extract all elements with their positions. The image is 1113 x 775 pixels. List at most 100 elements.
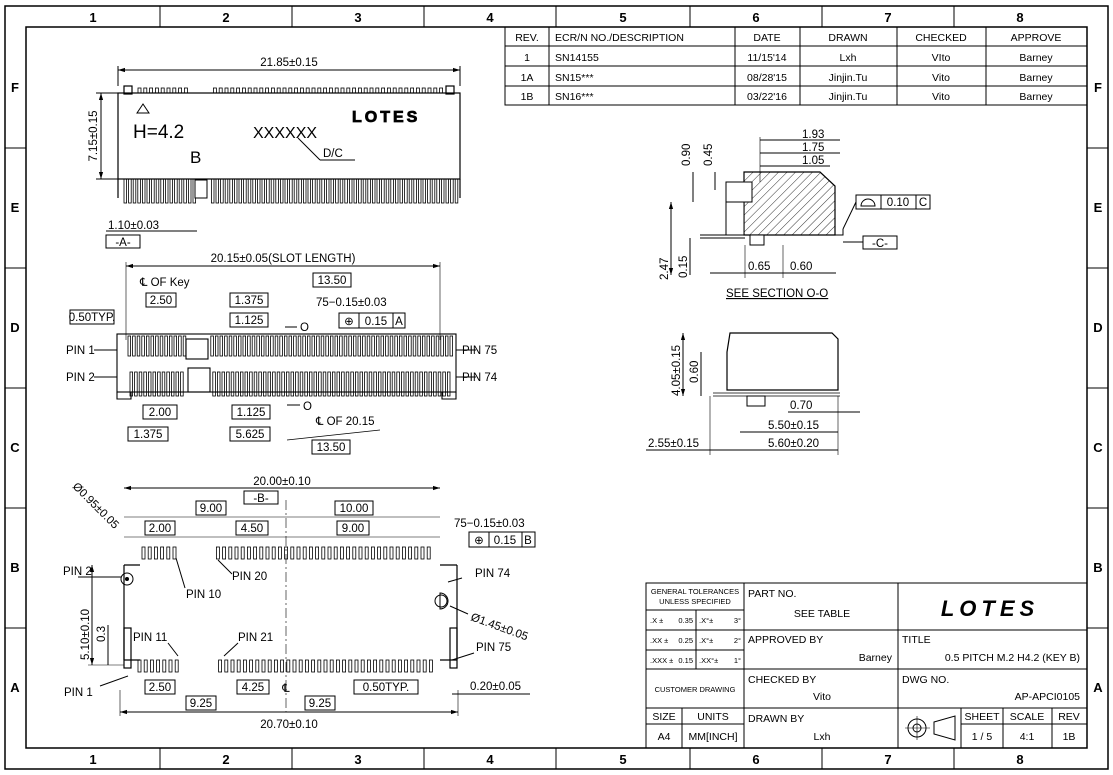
pin <box>293 335 297 357</box>
rev-cell: Barney <box>1019 52 1053 64</box>
pin <box>164 178 169 204</box>
revision-table: REV. ECR/N NO./DESCRIPTION DATE DRAWN CH… <box>504 26 1088 106</box>
pin <box>252 178 256 204</box>
pin <box>265 546 270 560</box>
pin <box>273 659 278 673</box>
dim-0-15: 0.15 <box>678 256 690 278</box>
rev-cell: SN16*** <box>555 91 594 103</box>
pin <box>311 335 315 357</box>
pin <box>154 87 159 94</box>
dim-pos-tol: 75−0.15±0.03 <box>316 297 387 309</box>
pin <box>147 546 152 560</box>
pin <box>137 178 141 204</box>
checked-label: CHECKED BY <box>748 674 816 686</box>
pin <box>403 335 407 357</box>
pin <box>137 659 142 673</box>
pin <box>283 335 288 357</box>
pin <box>132 335 136 357</box>
top-pins-lower <box>123 178 459 204</box>
pin <box>322 371 327 397</box>
pin <box>417 178 422 204</box>
pin-1-label: PIN 1 <box>66 345 95 357</box>
pin <box>348 178 353 204</box>
pin <box>258 371 262 397</box>
pin <box>136 335 141 357</box>
pin <box>427 178 431 204</box>
pin <box>293 178 298 204</box>
approved-label: APPROVED BY <box>748 634 823 646</box>
dim-1-05: 1.05 <box>802 155 824 167</box>
drawn-value: Lxh <box>814 731 831 743</box>
pin <box>400 371 405 397</box>
pin <box>143 371 147 397</box>
pin <box>242 659 247 673</box>
tol-cell: .X°± <box>699 636 713 645</box>
column-label: 2 <box>222 10 229 25</box>
hole-diameter: Ø0.95±0.05 <box>70 481 121 532</box>
pin <box>316 335 320 357</box>
tol-cell: 0.15 <box>678 656 693 665</box>
pin <box>210 178 215 204</box>
pin <box>357 87 362 94</box>
pin <box>413 178 417 204</box>
pin <box>335 178 339 204</box>
pin <box>218 659 223 673</box>
brand-marking: LOTES <box>352 109 420 126</box>
title-block: GENERAL TOLERANCES UNLESS SPECIFIED .X ±… <box>645 582 1088 749</box>
pin <box>262 371 267 397</box>
pin <box>230 87 235 94</box>
pcb-centerline: ℄ <box>281 683 290 695</box>
pin <box>436 178 440 204</box>
row-label: B <box>10 560 19 575</box>
tol-cell: .X ± <box>650 616 663 625</box>
approved-value: Barney <box>859 652 893 664</box>
scale-value: 4:1 <box>1020 731 1035 743</box>
column-label: 8 <box>1016 752 1023 767</box>
datum-a: -A- <box>115 237 131 249</box>
pin <box>305 87 310 94</box>
pin <box>446 371 451 397</box>
rev-header: DATE <box>753 32 780 44</box>
dim-1-375: 1.375 <box>235 295 264 307</box>
dim-b-13-50: 13.50 <box>317 442 346 454</box>
pin <box>352 546 357 560</box>
title-label: TITLE <box>902 634 931 646</box>
pin <box>282 87 287 94</box>
pin <box>450 178 454 204</box>
pin <box>224 335 228 357</box>
pin <box>343 335 348 357</box>
pin <box>308 546 313 560</box>
pcb-fcf-position-icon: ⊕ <box>474 535 484 547</box>
pin <box>410 659 415 673</box>
pin <box>366 335 371 357</box>
rev-header: DRAWN <box>828 32 867 44</box>
pcb-fcf-value: 0.15 <box>494 535 516 547</box>
pin <box>182 335 187 357</box>
dim-b-1-375: 1.375 <box>134 429 163 441</box>
size-label: SIZE <box>652 711 675 723</box>
pin-74-label: PIN 74 <box>462 372 498 384</box>
pin <box>215 546 220 560</box>
column-label: 7 <box>884 752 891 767</box>
pin <box>344 178 348 204</box>
dim-side-0-60: 0.60 <box>689 361 701 383</box>
pin <box>145 335 150 357</box>
pin <box>431 178 436 204</box>
pin <box>284 546 289 560</box>
drawing-frame <box>4 5 1109 770</box>
pin <box>362 335 366 357</box>
pin <box>172 87 177 94</box>
dim-2-50: 2.50 <box>150 295 172 307</box>
column-label: 5 <box>619 10 626 25</box>
pin <box>290 546 295 560</box>
fcf-position-icon: ⊕ <box>344 316 354 328</box>
pcb-pin-1: PIN 1 <box>64 687 93 699</box>
pin <box>224 178 229 204</box>
pin <box>285 371 290 397</box>
pin <box>230 659 235 673</box>
pin <box>398 335 403 357</box>
row-label: E <box>11 200 20 215</box>
pin <box>270 178 275 204</box>
pin <box>390 178 394 204</box>
pcb-pads-upper <box>141 546 431 560</box>
